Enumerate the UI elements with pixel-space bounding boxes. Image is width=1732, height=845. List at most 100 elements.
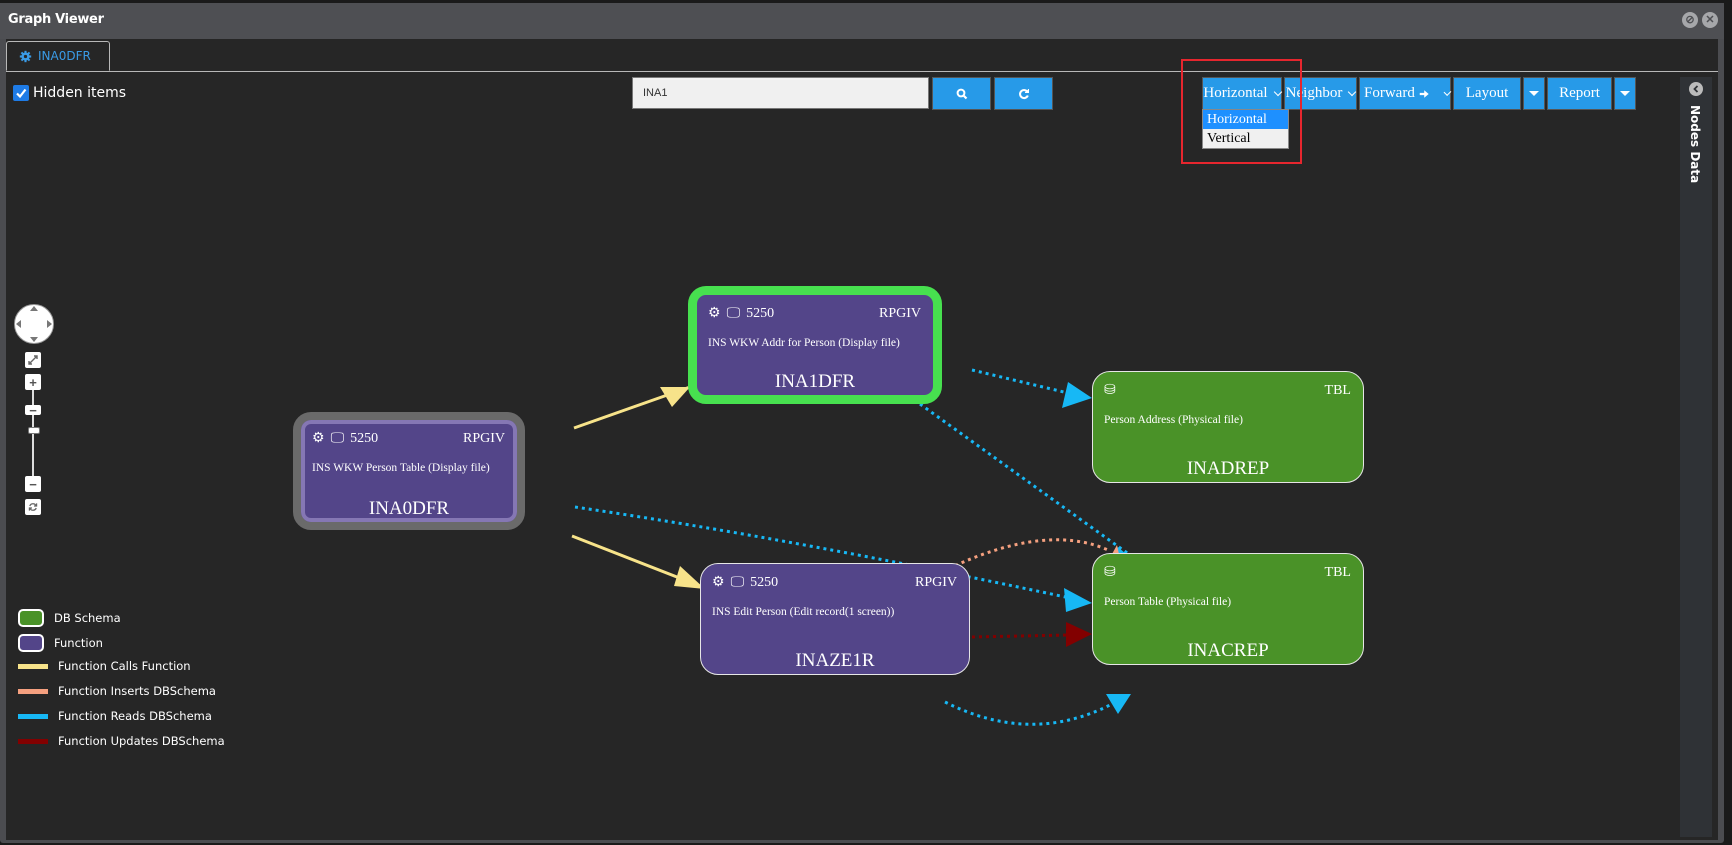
tab-label: INA0DFR (38, 49, 91, 63)
node-name: INA1DFR (774, 371, 856, 392)
refresh-button[interactable] (994, 77, 1053, 110)
edge-updates-inaze1r-inacrep[interactable] (971, 633, 1069, 639)
pan-right-icon[interactable] (47, 320, 52, 328)
edge-reads-ina0dfr-inacrep[interactable] (574, 505, 1071, 600)
zoom-in-button[interactable]: + (25, 374, 41, 390)
monitor-icon: 🖵 (330, 430, 345, 446)
report-button[interactable]: Report (1547, 77, 1612, 110)
node-count: 5250 (750, 574, 779, 590)
pan-up-icon[interactable] (30, 306, 38, 311)
node-header: ⛁ TBL (1104, 564, 1351, 581)
minimize-button[interactable]: ⊘ (1682, 12, 1698, 28)
search-input[interactable] (632, 77, 929, 109)
pan-down-icon[interactable] (30, 337, 38, 342)
legend-label: Function Inserts DBSchema (58, 684, 216, 698)
edge-reads-ina1dfr-inacrep[interactable] (919, 402, 1131, 557)
caret-down-icon (1620, 91, 1630, 96)
legend-item-reads: Function Reads DBSchema (18, 709, 212, 723)
zoom-slider-track[interactable] (32, 390, 34, 482)
legend-item-inserts: Function Inserts DBSchema (18, 684, 216, 698)
node-inaze1r[interactable]: ⚙🖵5250 RPGIV INS Edit Person (Edit recor… (700, 563, 970, 675)
nodes-data-label: Nodes Data (1688, 105, 1702, 184)
fit-button[interactable] (25, 352, 41, 368)
node-language: RPGIV (914, 574, 957, 590)
reset-view-button[interactable] (25, 499, 41, 515)
report-dropdown-toggle[interactable] (1614, 77, 1636, 110)
legend-swatch (18, 609, 44, 627)
node-ina0dfr[interactable]: ⚙🖵5250 RPGIV INS WKW Person Table (Displ… (293, 412, 525, 530)
forward-label: Forward (1364, 85, 1415, 101)
node-type: TBL (1324, 564, 1351, 580)
node-count: 5250 (746, 305, 775, 321)
orientation-option-horizontal[interactable]: Horizontal (1203, 110, 1288, 129)
legend-label: Function Calls Function (58, 659, 191, 673)
chevron-left-icon (1693, 85, 1699, 93)
close-button[interactable]: ✕ (1702, 12, 1718, 28)
node-language: RPGIV (878, 305, 921, 321)
layout-button[interactable]: Layout (1453, 77, 1521, 110)
node-name: INACREP (1187, 640, 1269, 661)
node-description: Person Address (Physical file) (1104, 414, 1243, 426)
orientation-option-vertical[interactable]: Vertical (1207, 131, 1251, 146)
legend-swatch (18, 738, 48, 744)
database-icon: ⛁ (1104, 383, 1116, 398)
node-name: INAZE1R (795, 650, 875, 671)
node-count: 5250 (350, 430, 379, 446)
layout-dropdown-toggle[interactable] (1523, 77, 1545, 110)
zoom-out-button[interactable]: − (25, 476, 41, 492)
report-label: Report (1559, 85, 1600, 101)
edge-arrow-reads-4 (1106, 694, 1131, 714)
search-button[interactable] (932, 77, 991, 110)
legend-item-db-schema: DB Schema (18, 609, 121, 627)
legend-item-updates: Function Updates DBSchema (18, 734, 225, 748)
gear-icon (19, 50, 32, 62)
gear-icon: ⚙ (312, 431, 325, 446)
tab-bar: INA0DFR (6, 39, 1718, 72)
node-description: INS WKW Addr for Person (Display file) (708, 337, 900, 349)
node-type: TBL (1324, 382, 1351, 398)
node-language: RPGIV (462, 430, 505, 446)
tab-ina0dfr[interactable]: INA0DFR (6, 41, 110, 71)
node-description: Person Table (Physical file) (1104, 596, 1232, 608)
title-bar[interactable]: Graph Viewer ⊘ ✕ (0, 3, 1724, 39)
edge-arrow-calls-2 (674, 566, 705, 589)
node-inadrep[interactable]: ⛁ TBL Person Address (Physical file) INA… (1092, 371, 1364, 483)
reset-icon (28, 503, 38, 511)
node-inacrep[interactable]: ⛁ TBL Person Table (Physical file) INACR… (1092, 553, 1364, 665)
checkbox-checked-icon[interactable] (13, 85, 29, 101)
forward-select[interactable]: Forward (1359, 77, 1452, 110)
legend-swatch (18, 634, 44, 652)
collapse-panel-button[interactable] (1689, 82, 1703, 96)
node-name: INA0DFR (368, 498, 450, 519)
legend-swatch (18, 713, 48, 719)
layout-label: Layout (1465, 85, 1509, 101)
node-header: ⚙ 🖵 5250 RPGIV (708, 305, 921, 322)
node-name: INADREP (1186, 458, 1270, 479)
edge-arrow-calls-1 (660, 387, 690, 407)
edge-reads-inaze1r-inacrep[interactable] (944, 700, 1111, 726)
legend-swatch (18, 688, 48, 694)
node-header: ⛁ TBL (1104, 382, 1351, 399)
neighbor-select[interactable]: Neighbor (1284, 77, 1357, 110)
edge-arrow-reads-2 (1062, 382, 1092, 408)
refresh-icon (1018, 88, 1029, 99)
legend-label: Function Reads DBSchema (58, 709, 212, 723)
node-ina1dfr[interactable]: ⚙ 🖵 5250 RPGIV INS WKW Addr for Person (Di… (688, 286, 942, 404)
graph-viewer-window: Graph Viewer ⊘ ✕ INA0DFR Hidden items Ho… (0, 3, 1724, 843)
gear-icon: ⚙ (708, 306, 721, 321)
gear-icon: ⚙ (712, 575, 725, 590)
legend-item-function: Function (18, 634, 103, 652)
hidden-items-label: Hidden items (33, 85, 127, 101)
pan-control[interactable] (14, 304, 54, 344)
nodes-data-panel[interactable]: Nodes Data (1680, 77, 1712, 837)
orientation-dropdown-list: Horizontal Vertical (1202, 109, 1289, 149)
orientation-select[interactable]: Horizontal (1202, 77, 1282, 110)
legend-item-calls: Function Calls Function (18, 659, 191, 673)
zoom-slider-handle[interactable] (28, 427, 40, 434)
edge-reads-ina1dfr-inadrep[interactable] (971, 368, 1069, 395)
pan-left-icon[interactable] (16, 320, 21, 328)
graph-viewer-content: INA0DFR Hidden items Horizontal Neighbor… (6, 39, 1718, 840)
zoom-step-button[interactable]: − (25, 403, 41, 418)
monitor-icon: 🖵 (726, 305, 741, 321)
hidden-items-checkbox[interactable]: Hidden items (13, 85, 126, 101)
